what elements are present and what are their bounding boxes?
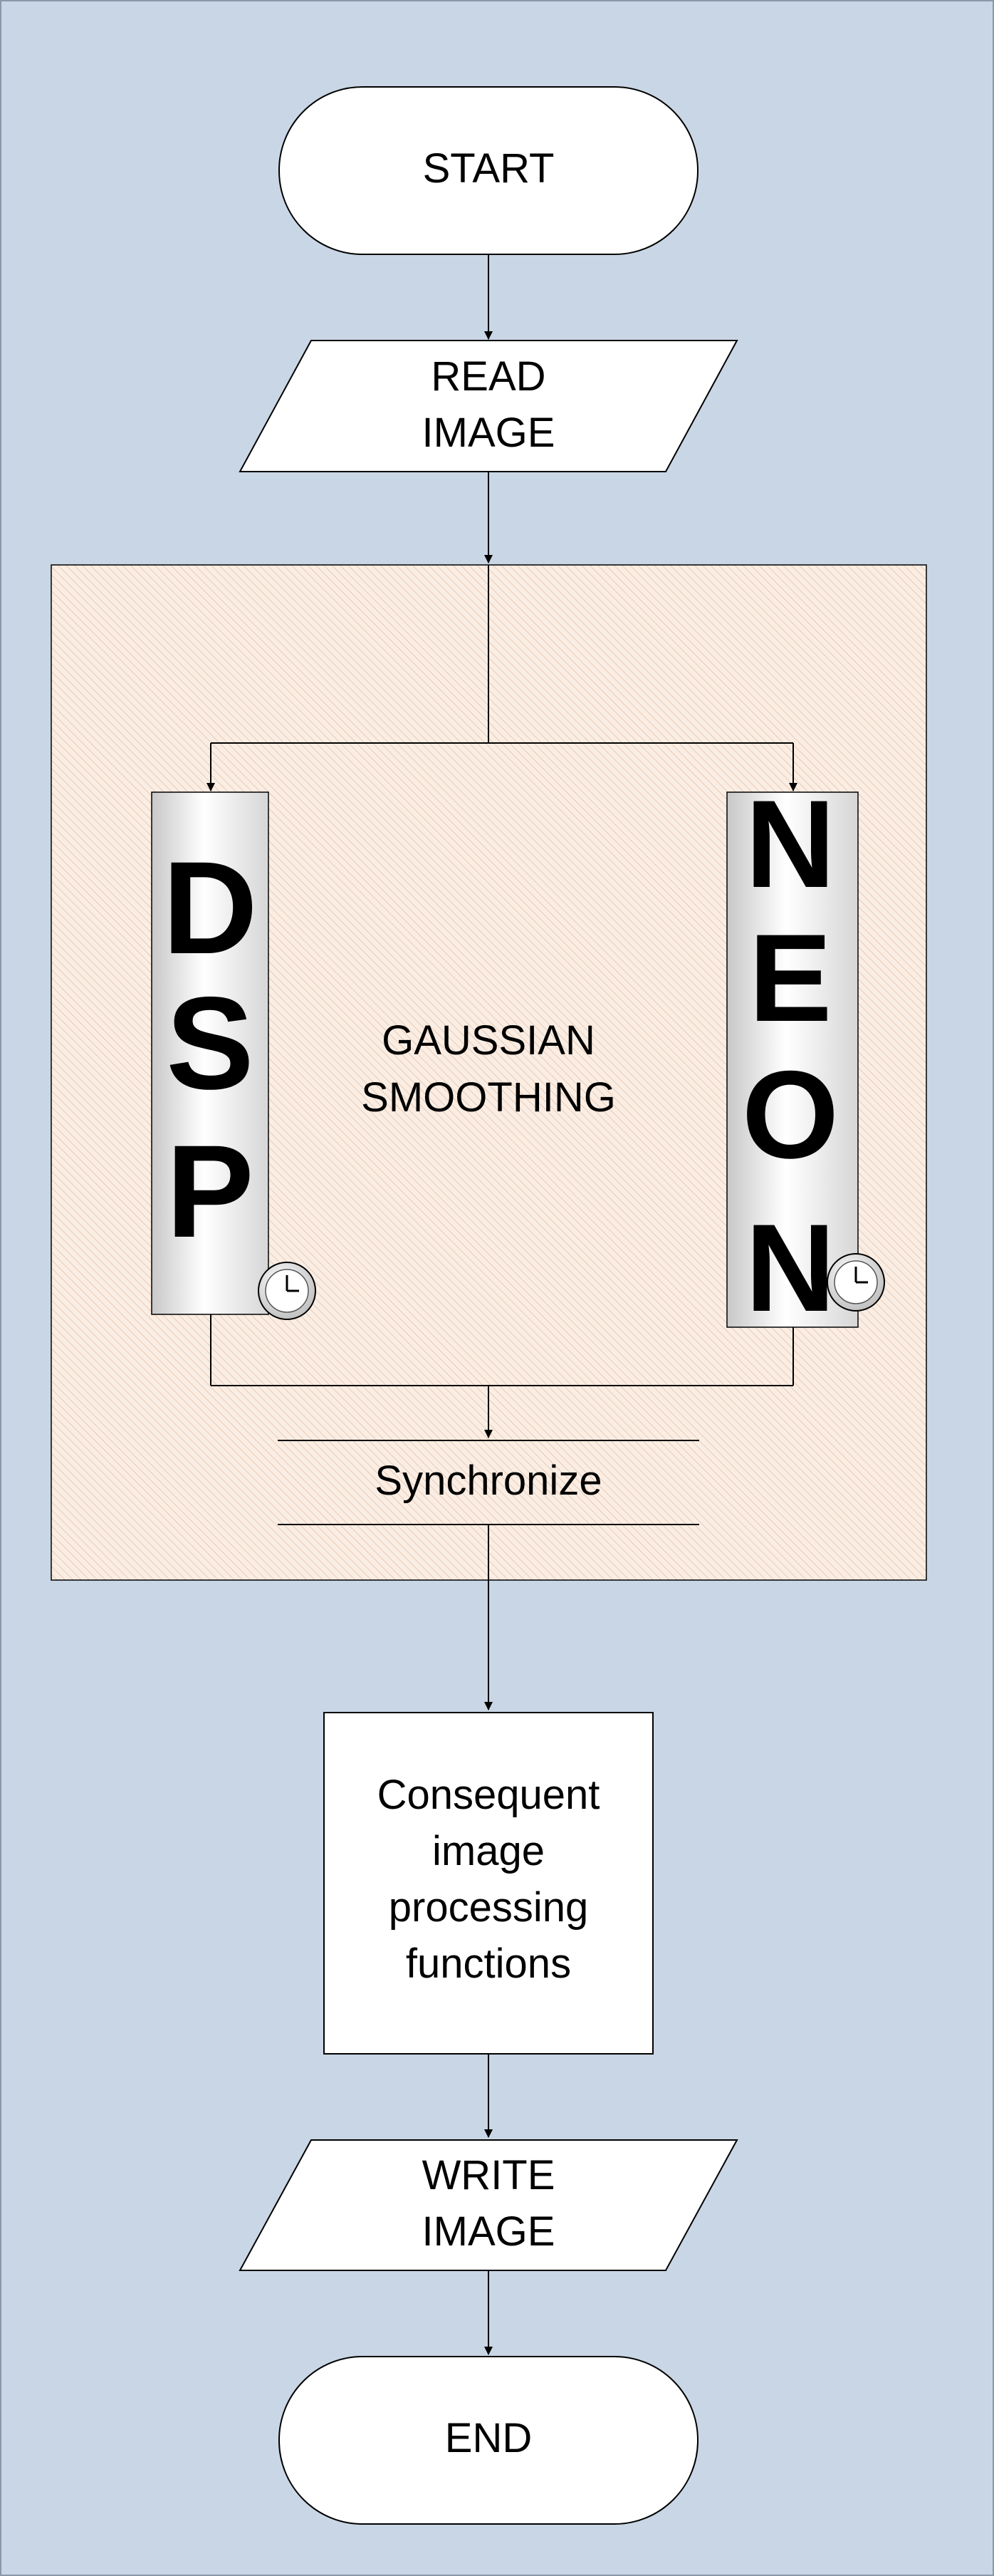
consequent-shape bbox=[323, 1712, 654, 2055]
dsp-letter-s: S bbox=[166, 970, 253, 1117]
neon-processor: N E O N bbox=[726, 775, 885, 1338]
neon-letter-n1: N bbox=[746, 775, 835, 914]
connectors bbox=[206, 254, 797, 2355]
read-image-shape bbox=[239, 340, 738, 472]
write-image-line1: WRITE bbox=[422, 2152, 555, 2198]
synchronize-bar: Synchronize bbox=[278, 1440, 699, 1525]
gaussian-label-line2: SMOOTHING bbox=[361, 1074, 616, 1121]
dsp-clock-icon bbox=[258, 1262, 316, 1320]
dsp-letter-p: P bbox=[166, 1118, 253, 1265]
synchronize-label: Synchronize bbox=[375, 1458, 602, 1504]
write-image-line2: IMAGE bbox=[422, 2208, 555, 2255]
dsp-pillar bbox=[151, 791, 269, 1315]
neon-letter-e: E bbox=[749, 909, 832, 1048]
neon-clock-icon bbox=[827, 1253, 885, 1312]
dsp-processor: D S P bbox=[151, 791, 316, 1320]
start-shape bbox=[278, 86, 699, 255]
consequent-process: Consequent image processing functions bbox=[323, 1712, 654, 2055]
end-terminator: END bbox=[278, 2356, 699, 2525]
consequent-line2: image bbox=[432, 1828, 545, 1874]
start-terminator: START bbox=[278, 86, 699, 255]
consequent-line3: processing bbox=[389, 1884, 588, 1931]
neon-letter-o: O bbox=[742, 1046, 839, 1185]
write-image-io: WRITE IMAGE bbox=[239, 2139, 738, 2271]
read-image-line1: READ bbox=[431, 353, 545, 400]
dsp-letter-d: D bbox=[162, 835, 258, 982]
consequent-line4: functions bbox=[406, 1941, 571, 1987]
neon-pillar bbox=[726, 791, 859, 1328]
gaussian-label-line1: GAUSSIAN bbox=[382, 1017, 595, 1064]
consequent-line1: Consequent bbox=[377, 1772, 600, 1818]
neon-letter-n2: N bbox=[746, 1199, 835, 1338]
read-image-io: READ IMAGE bbox=[239, 340, 738, 472]
end-label: END bbox=[445, 2415, 532, 2461]
start-label: START bbox=[423, 145, 555, 192]
end-shape bbox=[278, 2356, 699, 2525]
write-image-shape bbox=[239, 2139, 738, 2271]
read-image-line2: IMAGE bbox=[422, 410, 555, 456]
